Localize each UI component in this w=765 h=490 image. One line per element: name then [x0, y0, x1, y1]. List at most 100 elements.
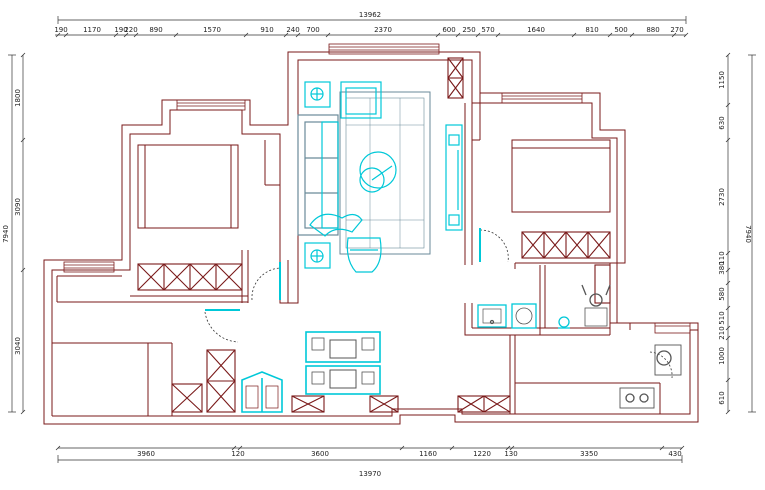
dimension-tick: [113, 32, 119, 38]
bottom-dimension-labels: 3960 120 3600 1160 1220 130 3350 430: [137, 450, 682, 458]
bottom-dim: 3600: [311, 450, 329, 458]
top-dim: 880: [646, 26, 659, 34]
dimension-tick: [399, 445, 405, 451]
dimension-lines: [8, 16, 756, 463]
dimension-tick: [283, 32, 289, 38]
right-dim: 580: [718, 287, 726, 300]
dimension-tick: [725, 409, 731, 415]
dimension-tick: [725, 137, 731, 143]
dimension-tick: [325, 32, 331, 38]
dimension-tick: [659, 445, 665, 451]
left-dim: 3040: [14, 337, 22, 355]
top-total-dimension: 13962: [359, 11, 381, 19]
left-total-dimension: 7940: [2, 225, 10, 243]
bottom-dim: 120: [231, 450, 244, 458]
dimension-tick: [20, 52, 26, 58]
dimension-tick: [683, 32, 689, 38]
dimension-tick: [725, 377, 731, 383]
top-dim: 910: [260, 26, 273, 34]
dimension-tick: [505, 445, 511, 451]
doors: [204, 228, 673, 379]
right-dim: 1150: [718, 71, 726, 89]
bottom-dim: 430: [668, 450, 681, 458]
bottom-dim: 1160: [419, 450, 437, 458]
bottom-dim: 1220: [473, 450, 491, 458]
dimension-tick: [509, 445, 515, 451]
top-dim: 570: [481, 26, 494, 34]
right-total-dimension: 7940: [744, 225, 752, 243]
bottom-dim: 3960: [137, 450, 155, 458]
dimension-tick: [20, 409, 26, 415]
right-dim: 1000: [718, 347, 726, 365]
dimension-tick: [20, 267, 26, 273]
dimension-tick: [475, 32, 481, 38]
windows: [63, 43, 691, 334]
dimension-tick: [571, 32, 577, 38]
top-dim: 600: [442, 26, 455, 34]
dimension-tick: [455, 32, 461, 38]
dimension-tick: [133, 32, 139, 38]
top-dim: 220: [124, 26, 137, 34]
dimension-tick: [123, 32, 129, 38]
kitchen-bath-fixtures: [477, 284, 682, 409]
top-dim: 500: [614, 26, 627, 34]
dimension-tick: [55, 445, 61, 451]
dimension-tick: [495, 32, 501, 38]
bed-second: [511, 139, 611, 213]
dimension-tick: [55, 32, 61, 38]
right-dim: 610: [718, 391, 726, 404]
dimension-tick: [725, 52, 731, 58]
dimension-tick: [237, 445, 243, 451]
top-dim: 240: [286, 26, 299, 34]
dimension-tick: [607, 32, 613, 38]
bed-master: [137, 144, 239, 229]
dimension-tick: [63, 32, 69, 38]
dimension-tick: [295, 32, 301, 38]
dining-set: [305, 331, 381, 395]
walls: [43, 51, 699, 425]
top-dim: 250: [462, 26, 475, 34]
right-dim: 630: [718, 116, 726, 129]
dimension-tick: [725, 267, 731, 273]
top-dim: 810: [585, 26, 598, 34]
dimension-tick: [173, 32, 179, 38]
left-dim: 3090: [14, 198, 22, 216]
dimension-tick: [449, 445, 455, 451]
dimension-tick: [725, 102, 731, 108]
dimension-tick: [679, 445, 685, 451]
cabinets: [137, 57, 611, 413]
right-dim: 380: [718, 261, 726, 274]
dimension-tick: [725, 305, 731, 311]
right-dim: 210: [718, 326, 726, 339]
living-room-furniture: [297, 81, 463, 273]
top-dim: 1570: [203, 26, 221, 34]
dimension-tick: [725, 280, 731, 286]
dimension-tick: [243, 32, 249, 38]
right-dim: 2730: [718, 188, 726, 206]
left-dim: 1800: [14, 89, 22, 107]
dimension-tick: [231, 445, 237, 451]
bottom-dim: 130: [504, 450, 517, 458]
top-dim: 890: [149, 26, 162, 34]
top-dim: 1170: [83, 26, 101, 34]
right-dimension-labels: 1150 630 2730 380 110 580 510 210 1000 6…: [718, 71, 726, 405]
right-dim: 510: [718, 311, 726, 324]
top-dim: 700: [306, 26, 319, 34]
dimension-tick: [725, 325, 731, 331]
top-dimension-labels: 190 1170 190 220 890 1570 910 240 700 23…: [54, 26, 683, 34]
left-dimension-labels: 1800 3090 3040: [14, 89, 22, 355]
dimension-ticks: [20, 32, 731, 451]
dimension-tick: [629, 32, 635, 38]
top-dim: 190: [114, 26, 127, 34]
top-dim: 270: [670, 26, 683, 34]
right-dim: 110: [718, 251, 726, 264]
top-dim: 1640: [527, 26, 545, 34]
dimension-tick: [725, 335, 731, 341]
dimension-tick: [725, 250, 731, 256]
top-dim: 2370: [374, 26, 392, 34]
dimension-tick: [435, 32, 441, 38]
bottom-dim: 3350: [580, 450, 598, 458]
bottom-total-dimension: 13970: [359, 470, 381, 478]
dimension-tick: [20, 137, 26, 143]
